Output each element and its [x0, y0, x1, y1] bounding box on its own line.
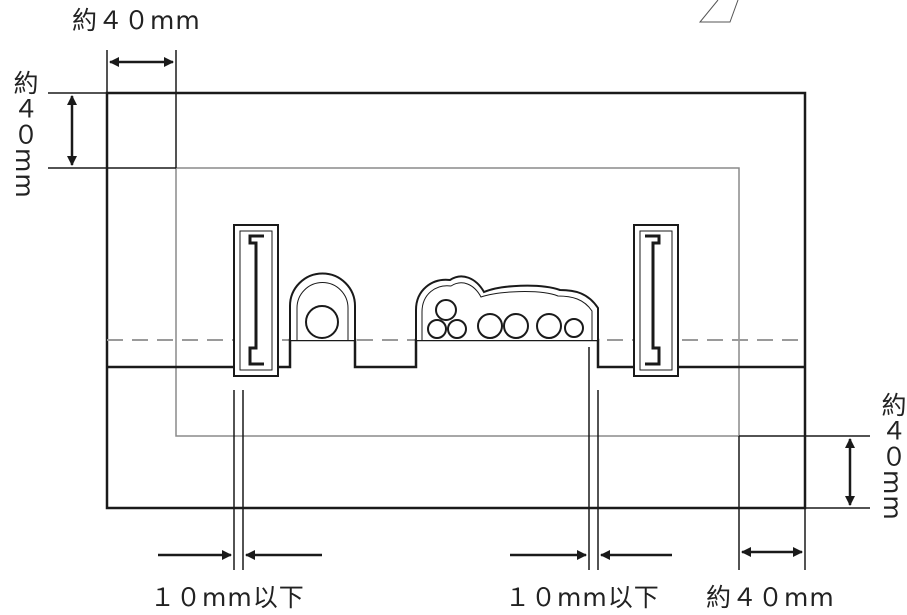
inner-frame [175, 167, 740, 437]
outer-board [105, 91, 807, 510]
label-left-vertical: 約４０mm [10, 70, 39, 199]
single-cable-bundle [289, 272, 356, 340]
label-bottom-right: 約４０mm [706, 583, 835, 612]
right-bracket [633, 224, 679, 377]
label-right-vertical: 約４０mm [878, 392, 907, 521]
base-profile-line [107, 338, 805, 369]
left-bracket [233, 224, 279, 377]
paper-corner [698, 0, 739, 23]
dimension-gap-center [510, 347, 672, 570]
label-top-left: 約４０mm [72, 6, 201, 35]
dimension-bottom-right [738, 436, 806, 570]
dimension-left-vertical [48, 92, 176, 169]
dimension-right-vertical [739, 435, 870, 509]
label-gap-left: １０mm以下 [150, 583, 305, 612]
dimension-gap-left [158, 390, 322, 570]
dimension-top-left [106, 50, 177, 168]
label-gap-center: １０mm以下 [505, 583, 660, 612]
multi-cable-bundle [415, 275, 599, 340]
